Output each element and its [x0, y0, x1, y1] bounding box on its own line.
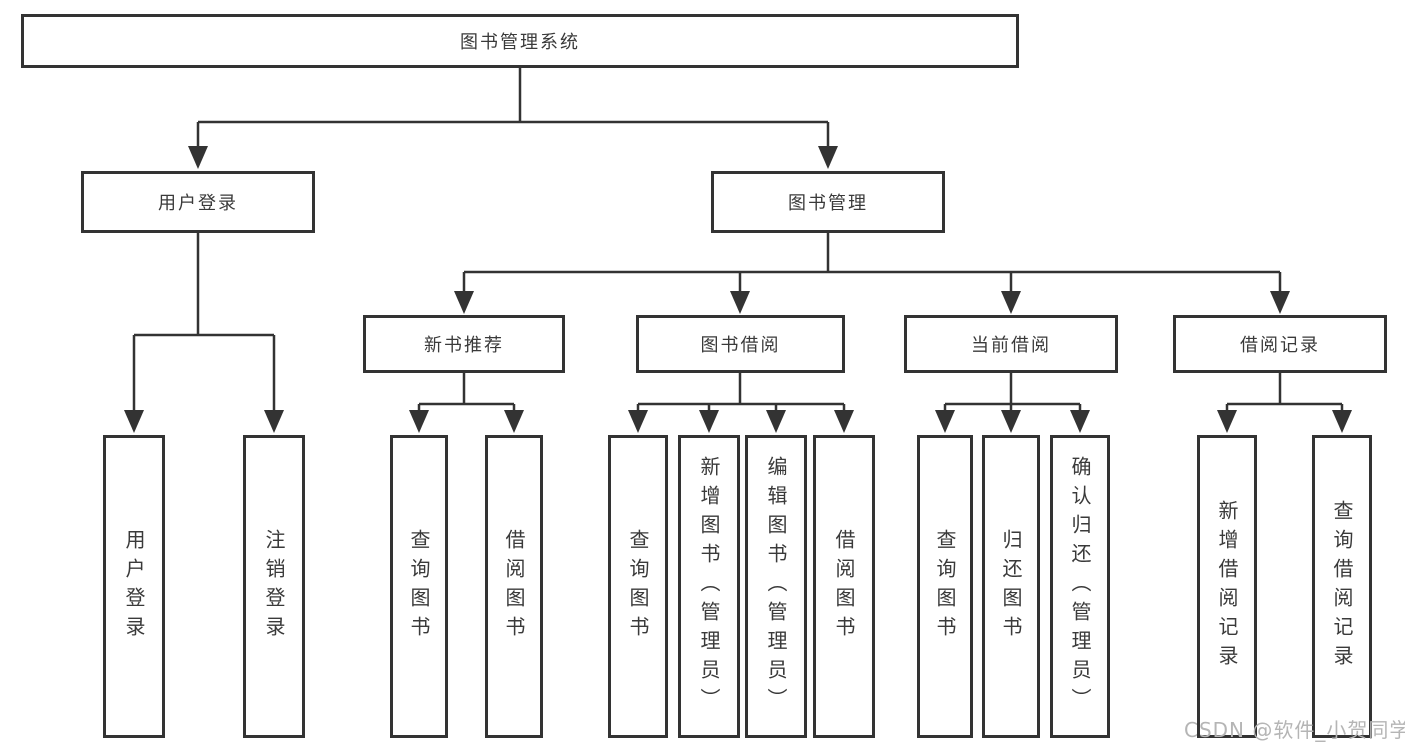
- node-label: 图书管理: [788, 193, 868, 214]
- leaf-edit-book-admin: 编辑图书（管理员）: [745, 435, 807, 738]
- node-book-borrowing: 图书借阅: [636, 315, 845, 373]
- node-new-book-recommendation: 新书推荐: [363, 315, 565, 373]
- node-label: 借阅图书: [832, 528, 856, 645]
- leaf-confirm-return-admin: 确认归还（管理员）: [1050, 435, 1110, 738]
- node-label: 确认归还（管理员）: [1068, 456, 1092, 717]
- leaf-logout: 注销登录: [243, 435, 305, 738]
- node-label: 图书借阅: [700, 335, 781, 356]
- node-label: 查询借阅记录: [1330, 499, 1354, 674]
- leaf-borrow-books-recommend: 借阅图书: [485, 435, 543, 738]
- node-label: 用户登录: [122, 528, 146, 645]
- node-current-borrowing: 当前借阅: [904, 315, 1118, 373]
- arrowheads: [124, 146, 1352, 433]
- leaf-query-books-current: 查询图书: [917, 435, 973, 738]
- node-label: 新增图书（管理员）: [697, 456, 721, 717]
- leaf-query-books-borrow: 查询图书: [608, 435, 668, 738]
- csdn-watermark: CSDN @软件_小贺同学: [1184, 718, 1405, 742]
- leaf-add-borrow-record: 新增借阅记录: [1197, 435, 1257, 738]
- leaf-add-book-admin: 新增图书（管理员）: [678, 435, 740, 738]
- node-label: 借阅记录: [1240, 335, 1320, 356]
- node-book-management: 图书管理: [711, 171, 945, 233]
- node-label: 用户登录: [158, 193, 238, 214]
- leaf-query-books-recommend: 查询图书: [390, 435, 448, 738]
- leaf-borrow-books: 借阅图书: [813, 435, 875, 738]
- node-label: 归还图书: [999, 528, 1023, 645]
- node-label: 图书管理系统: [460, 32, 580, 53]
- node-borrowing-records: 借阅记录: [1173, 315, 1387, 373]
- node-label: 当前借阅: [971, 335, 1051, 356]
- node-label: 借阅图书: [502, 528, 526, 645]
- leaf-return-books: 归还图书: [982, 435, 1040, 738]
- node-user-login: 用户登录: [81, 171, 315, 233]
- node-label: 查询图书: [626, 528, 650, 645]
- node-label: 注销登录: [262, 528, 286, 645]
- node-label: 编辑图书（管理员）: [764, 456, 788, 717]
- node-label: 查询图书: [933, 528, 957, 645]
- leaf-user-login: 用户登录: [103, 435, 165, 738]
- node-root-library-management-system: 图书管理系统: [21, 14, 1019, 68]
- leaf-query-borrow-record: 查询借阅记录: [1312, 435, 1372, 738]
- node-label: 查询图书: [407, 528, 431, 645]
- node-label: 新书推荐: [424, 335, 504, 356]
- node-label: 新增借阅记录: [1215, 499, 1239, 674]
